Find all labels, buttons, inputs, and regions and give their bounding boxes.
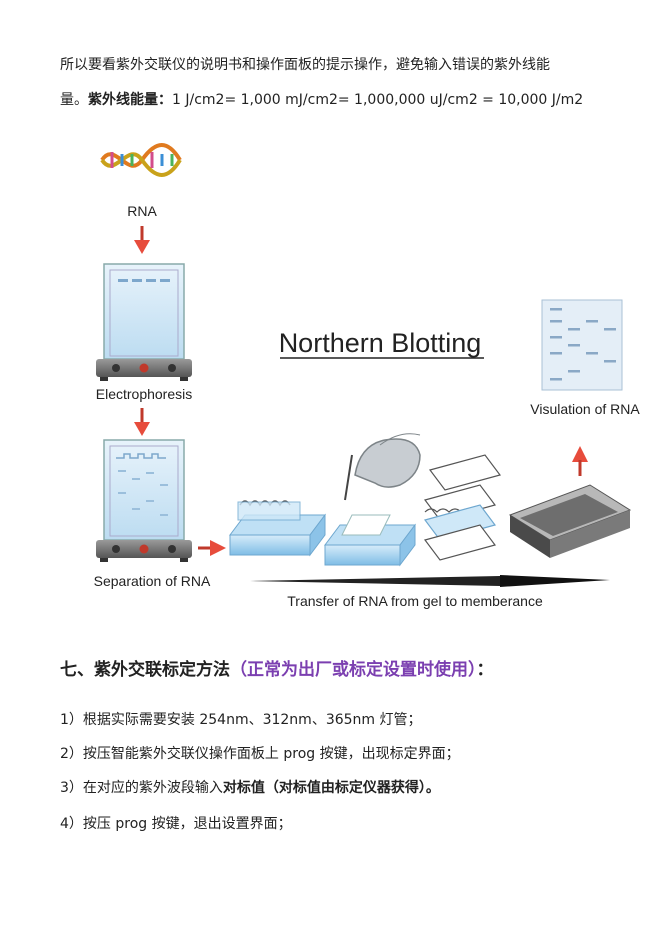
step-3: 3）在对应的紫外波段输入对标值（对标值由标定仪器获得）。 [60,777,440,797]
section-heading-main: 七、紫外交联标定方法 [60,660,230,680]
down-arrow-icon [134,408,150,436]
rna-helix-icon [100,143,182,177]
result-blot [541,299,623,391]
down-arrow-icon [134,226,150,254]
transfer-label: Transfer of RNA from gel to memberance [287,593,543,609]
rna-label: RNA [127,203,157,219]
intro-line-1: 所以要看紫外交联仪的说明书和操作面板的提示操作，避免输入错误的紫外线能 [60,56,620,74]
electrophoresis-label: Electrophoresis [96,386,193,402]
step-1-text: 1）根据实际需要安装 254nm、312nm、365nm 灯管； [60,712,422,728]
step-2: 2）按压智能紫外交联仪操作面板上 prog 按键，出现标定界面； [60,743,460,763]
step-1: 1）根据实际需要安装 254nm、312nm、365nm 灯管； [60,709,422,729]
section-heading-colon: ： [476,660,494,680]
glove-icon [344,433,421,501]
membrane-stack [423,454,502,561]
step-3-bold: 对标值（对标值由标定仪器获得）。 [222,780,440,796]
uv-energy-conversion: 1 J/cm2= 1,000 mJ/cm2= 1,000,000 uJ/cm2 … [172,92,584,108]
uv-energy-label: 紫外线能量： [88,92,172,108]
section-heading-note: （正常为出厂或标定设置时使用） [230,660,477,680]
up-arrow-icon [572,446,588,476]
step-3-prefix: 3）在对应的紫外波段输入 [60,780,223,796]
intro-line-2: 量。紫外线能量：1 J/cm2= 1,000 mJ/cm2= 1,000,000… [60,91,620,109]
step-4-text: 4）按压 prog 按键，退出设置界面； [60,816,292,832]
intro-text-2-prefix: 量。 [60,92,88,108]
figure-title: Northern Blotting [279,328,482,358]
imaging-device [508,484,632,558]
intro-text-1: 所以要看紫外交联仪的说明书和操作面板的提示操作，避免输入错误的紫外线能 [60,57,550,73]
transfer-arrow [250,575,610,587]
separation-apparatus [96,439,192,562]
step-2-text: 2）按压智能紫外交联仪操作面板上 prog 按键，出现标定界面； [60,746,460,762]
transfer-tray [229,500,326,557]
electrophoresis-apparatus [96,263,192,381]
right-arrow-icon [198,540,226,556]
transfer-tray-with-glove [324,514,416,567]
separation-label: Separation of RNA [94,573,211,589]
section-heading: 七、紫外交联标定方法（正常为出厂或标定设置时使用）： [60,655,494,680]
northern-blotting-figure: RNA Electrophoresis [94,143,640,609]
visulation-label: Visulation of RNA [530,401,640,417]
step-4: 4）按压 prog 按键，退出设置界面； [60,813,292,833]
